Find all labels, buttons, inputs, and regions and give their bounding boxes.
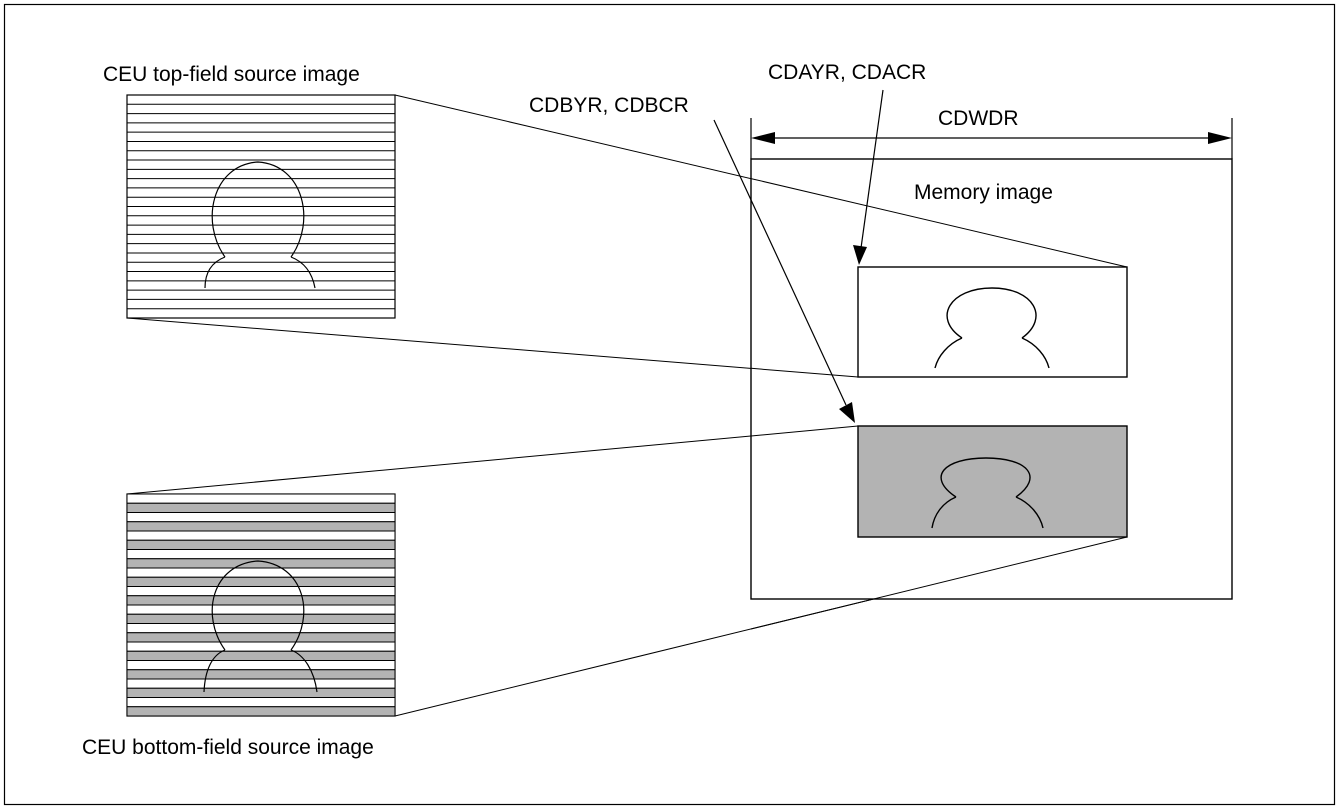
cdwdr-label: CDWDR [938,107,1018,130]
bottom-scanline-gray [126,706,396,717]
top-field-person-icon [204,161,316,289]
bottom-field-source-image [126,493,396,717]
cdayr-cdacr-label: CDAYR, CDACR [768,61,926,84]
bottom-scanline-white [126,623,396,634]
bottom-field-scanlines [126,493,396,717]
bottom-scanline-gray [126,521,396,532]
bottom-scanline-white [126,660,396,671]
bottom-scanline-white [126,697,396,708]
cdwdr-arrow-right [1208,132,1232,144]
top-field-source-image [126,94,396,319]
cdayr-pointer [853,89,884,265]
memory-bottom-person-icon [931,457,1044,529]
bottom-scanline-white [126,678,396,689]
bottom-scanline-gray [126,595,396,606]
bottom-scanline-white [126,604,396,615]
bottom-scanline-gray [126,632,396,643]
bot-proj-line-upper [126,425,859,495]
cdwdr-arrow-left [751,132,775,144]
bottom-scanline-gray [126,669,396,680]
bottom-scanline-gray [126,650,396,661]
cdbyr-cdbcr-label: CDBYR, CDBCR [529,94,689,117]
cdwdr-dimension [750,118,1233,159]
bottom-scanline-gray [126,558,396,569]
bottom-scanline-white [126,549,396,560]
bottom-field-label: CEU bottom-field source image [82,736,374,759]
bottom-scanline-gray [126,576,396,587]
bottom-scanline-white [126,512,396,523]
bottom-scanline-white [126,586,396,597]
bottom-scanline-gray [126,539,396,550]
memory-top-field-area [857,266,1128,378]
outer-frame [3,3,1336,806]
bottom-scanline-gray [126,613,396,624]
top-field-scanlines [127,103,395,310]
memory-bottom-field-area [857,425,1128,538]
top-field-label: CEU top-field source image [103,63,360,86]
bottom-scanline-white [126,641,396,652]
top-proj-line-lower [126,317,859,378]
memory-image-label: Memory image [914,181,1053,204]
bottom-scanline-white [126,567,396,578]
projection-lines-inner [750,178,1128,630]
memory-top-person-icon [934,287,1050,369]
bottom-scanline-white [126,493,396,504]
bottom-field-person-icon [203,560,318,693]
cdbyr-pointer [713,119,855,423]
bottom-scanline-gray [126,687,396,698]
bottom-scanline-white [126,530,396,541]
bottom-scanline-gray [126,502,396,513]
